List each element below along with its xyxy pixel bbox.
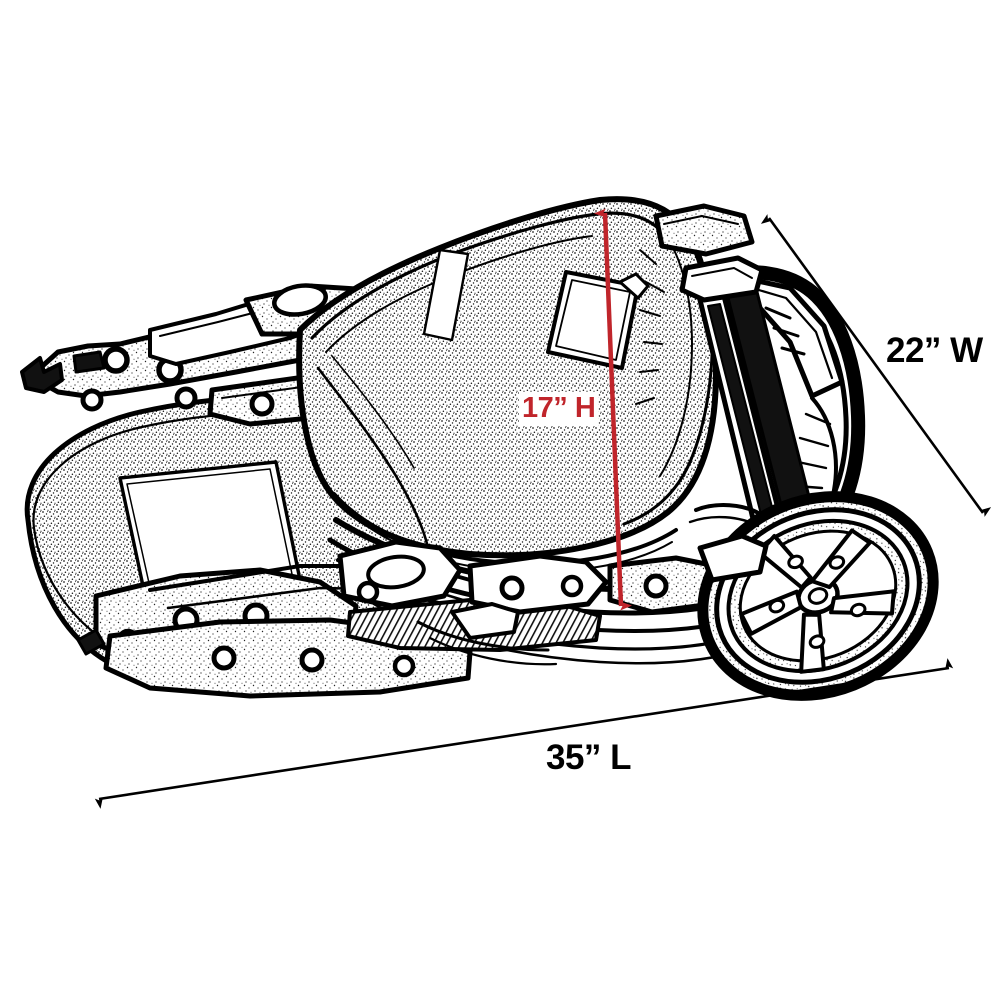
length-dimension-arrow <box>94 658 954 809</box>
rear-wheel <box>688 491 939 701</box>
main-canopy-group <box>296 196 719 573</box>
upper-rear-bar <box>653 203 755 257</box>
length-dimension-label: 35” L <box>546 738 632 777</box>
height-dimension-arrow <box>594 208 632 611</box>
height-dimension-label: 17” H <box>519 392 599 426</box>
width-dimension-arrow <box>760 214 992 517</box>
width-dimension-label: 22” W <box>886 331 983 370</box>
